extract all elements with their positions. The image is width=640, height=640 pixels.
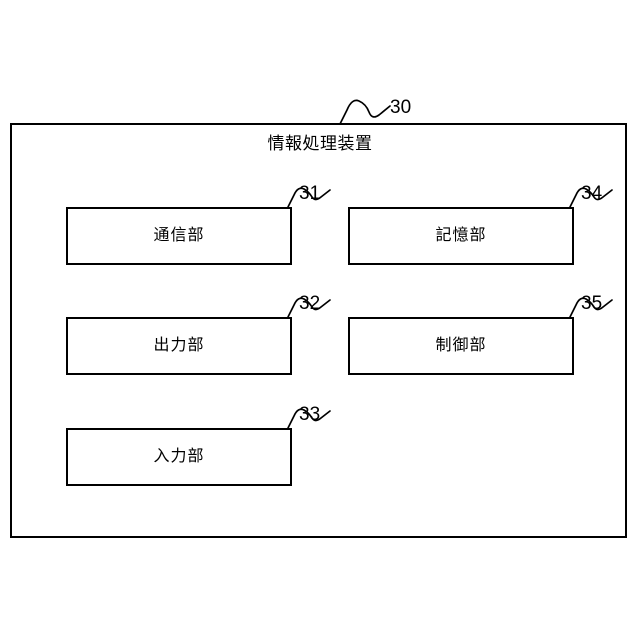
reference-number-33: 33	[299, 404, 321, 425]
component-box-communication-unit: 通信部	[66, 207, 292, 265]
component-label-output-unit: 出力部	[153, 337, 205, 354]
component-label-input-unit: 入力部	[153, 448, 205, 465]
leader-line-30	[339, 99, 391, 125]
component-box-output-unit: 出力部	[66, 317, 292, 375]
reference-number-32: 32	[299, 293, 321, 314]
component-label-storage-unit: 記憶部	[435, 227, 487, 244]
component-label-communication-unit: 通信部	[153, 227, 205, 244]
reference-number-35: 35	[581, 293, 603, 314]
component-label-control-unit: 制御部	[435, 337, 487, 354]
reference-number-30: 30	[390, 97, 412, 118]
component-box-control-unit: 制御部	[348, 317, 574, 375]
device-title: 情報処理装置	[267, 134, 373, 153]
component-box-input-unit: 入力部	[66, 428, 292, 486]
reference-number-34: 34	[581, 183, 603, 204]
component-box-storage-unit: 記憶部	[348, 207, 574, 265]
reference-number-31: 31	[299, 183, 321, 204]
